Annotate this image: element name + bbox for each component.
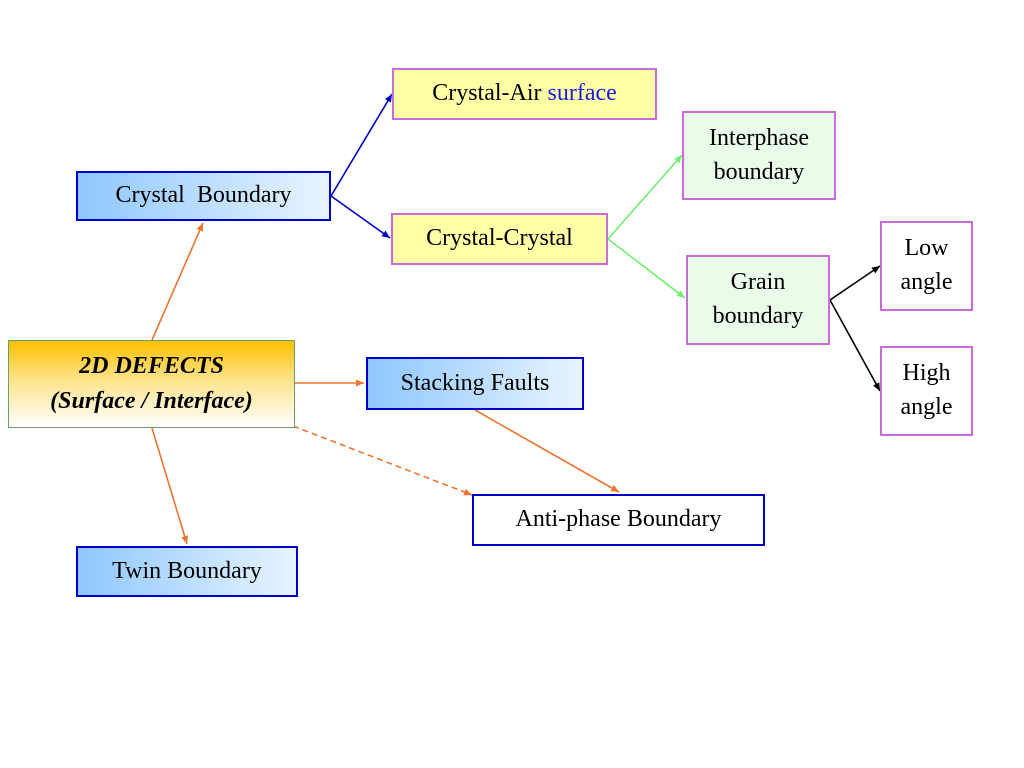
arrow-crystal-boundary-to-crystal-air: [330, 93, 393, 197]
high-angle-label: High angle: [900, 360, 953, 420]
arrow-grain-to-high-angle: [829, 299, 881, 392]
node-interphase-boundary: Interphase boundary: [682, 111, 836, 200]
crystal-air-label: Crystal-Air surface: [432, 77, 617, 111]
arrow-root-to-twin-boundary: [151, 427, 189, 545]
arrow-stacking-to-antiphase: [474, 409, 620, 493]
crystal-boundary-label: Crystal Boundary: [115, 182, 292, 209]
node-twin-boundary: Twin Boundary: [76, 546, 298, 597]
arrow-crystal-crystal-to-grain: [607, 238, 686, 299]
arrow-root-to-crystal-boundary: [151, 222, 204, 341]
node-crystal-air-surface: Crystal-Air surface: [392, 68, 657, 120]
node-crystal-boundary: Crystal Boundary: [76, 171, 331, 221]
node-crystal-crystal: Crystal-Crystal: [391, 213, 608, 265]
root-subtitle: (Surface / Interface): [50, 388, 253, 414]
grain-label: Grain boundary: [712, 269, 804, 329]
node-grain-boundary: Grain boundary: [686, 255, 830, 345]
node-low-angle: Low angle: [880, 221, 973, 311]
interphase-label: Interphase boundary: [709, 124, 809, 185]
crystal-air-prefix: Crystal-Air: [432, 80, 548, 107]
twin-boundary-label: Twin Boundary: [112, 557, 262, 584]
arrow-crystal-boundary-to-crystal-crystal: [330, 195, 391, 239]
arrow-grain-to-low-angle: [829, 265, 881, 301]
stacking-faults-label: Stacking Faults: [400, 369, 550, 396]
crystal-air-accent-word: surface: [547, 80, 617, 107]
root-title: 2D DEFECTS: [79, 353, 224, 380]
node-stacking-faults: Stacking Faults: [366, 357, 584, 410]
arrow-crystal-crystal-to-interphase: [607, 154, 683, 240]
root-node-2d-defects: 2D DEFECTS (Surface / Interface): [8, 340, 295, 428]
node-antiphase-boundary: Anti-phase Boundary: [472, 494, 765, 546]
node-high-angle: High angle: [880, 346, 973, 436]
low-angle-label: Low angle: [900, 235, 953, 295]
crystal-crystal-label: Crystal-Crystal: [426, 225, 573, 252]
antiphase-label: Anti-phase Boundary: [515, 506, 722, 533]
arrow-root-to-antiphase-dashed: [292, 425, 473, 496]
